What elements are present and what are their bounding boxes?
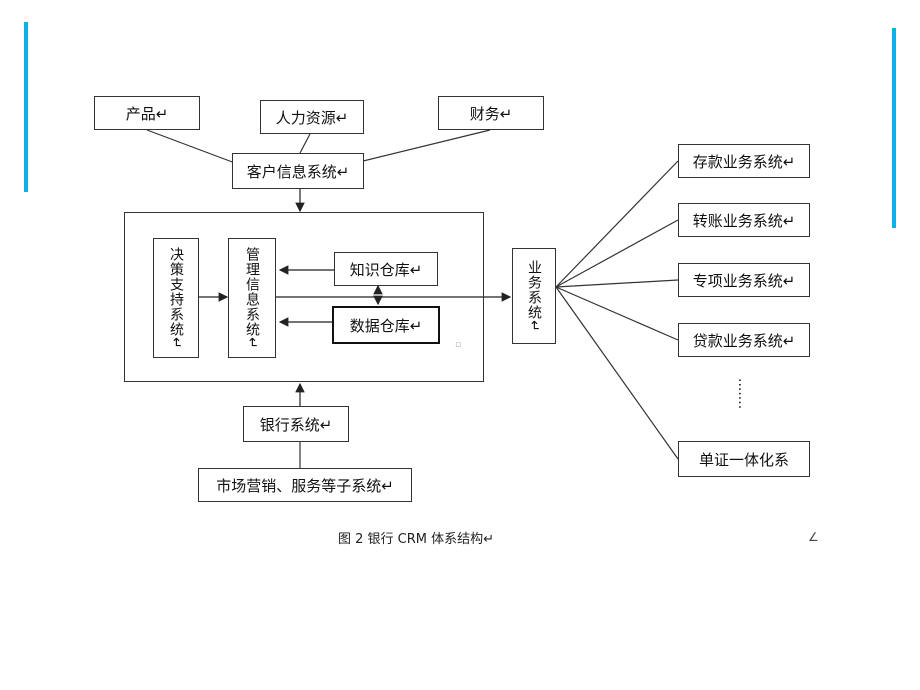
left-accent-bar bbox=[24, 22, 28, 192]
mis-box: 管理信息系统↵ bbox=[228, 238, 276, 358]
data-warehouse-box: 数据仓库↵ bbox=[332, 306, 440, 344]
more-dots: ······· bbox=[731, 378, 747, 410]
special-system-box: 专项业务系统↵ bbox=[678, 263, 810, 297]
corner-mark: ∠ bbox=[808, 530, 819, 544]
finance-box: 财务↵ bbox=[438, 96, 544, 130]
hr-box: 人力资源↵ bbox=[260, 100, 364, 134]
small-mark: ▫ bbox=[455, 340, 462, 350]
transfer-system-box: 转账业务系统↵ bbox=[678, 203, 810, 237]
customer-info-box: 客户信息系统↵ bbox=[232, 153, 364, 189]
figure-caption: 图 2 银行 CRM 体系结构↵ bbox=[338, 532, 495, 547]
decision-support-label: 决策支持系统↵ bbox=[168, 246, 184, 350]
document-system-label: 单证一体化系 bbox=[698, 450, 789, 469]
loan-system-box: 贷款业务系统↵ bbox=[678, 323, 810, 357]
document-system-box: 单证一体化系 bbox=[678, 441, 810, 477]
finance-label: 财务↵ bbox=[469, 104, 513, 123]
customer-info-label: 客户信息系统↵ bbox=[246, 162, 350, 181]
marketing-system-label: 市场营销、服务等子系统↵ bbox=[216, 476, 394, 495]
knowledge-warehouse-box: 知识仓库↵ bbox=[334, 252, 438, 286]
special-system-label: 专项业务系统↵ bbox=[692, 271, 796, 290]
core-frame bbox=[124, 212, 484, 382]
product-box: 产品↵ bbox=[94, 96, 200, 130]
deposit-system-label: 存款业务系统↵ bbox=[692, 152, 796, 171]
marketing-system-box: 市场营销、服务等子系统↵ bbox=[198, 468, 412, 502]
business-system-box: 业务系统↵ bbox=[512, 248, 556, 344]
hr-label: 人力资源↵ bbox=[275, 108, 349, 127]
deposit-system-box: 存款业务系统↵ bbox=[678, 144, 810, 178]
right-accent-bar bbox=[892, 28, 896, 228]
loan-system-label: 贷款业务系统↵ bbox=[692, 331, 796, 350]
bank-system-label: 银行系统↵ bbox=[259, 415, 333, 434]
business-system-label: 业务系统↵ bbox=[526, 259, 542, 333]
decision-support-box: 决策支持系统↵ bbox=[153, 238, 199, 358]
knowledge-warehouse-label: 知识仓库↵ bbox=[349, 260, 423, 279]
data-warehouse-label: 数据仓库↵ bbox=[349, 316, 423, 335]
transfer-system-label: 转账业务系统↵ bbox=[692, 211, 796, 230]
mis-label: 管理信息系统↵ bbox=[244, 246, 260, 350]
product-label: 产品↵ bbox=[125, 104, 169, 123]
bank-system-box: 银行系统↵ bbox=[243, 406, 349, 442]
